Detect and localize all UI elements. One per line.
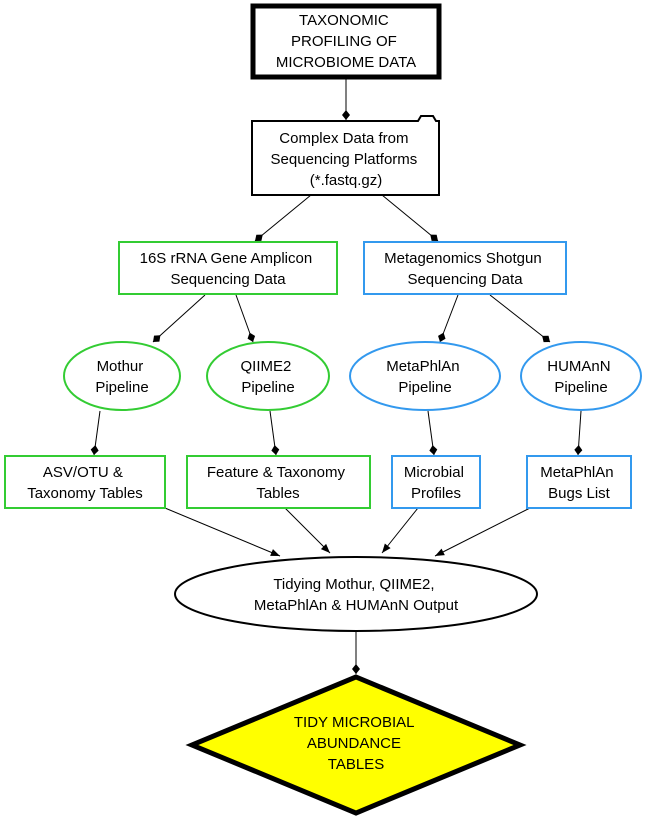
complex-data-text: Complex Data from Sequencing Platforms (… bbox=[271, 130, 422, 189]
node-humann: HUMAnN Pipeline bbox=[520, 341, 642, 411]
edge-humann-to-bugs-list bbox=[574, 410, 583, 456]
bugs-list-text: MetaPhlAn Bugs List bbox=[540, 464, 618, 502]
amplicon-box bbox=[118, 241, 338, 295]
arrow-edges bbox=[164, 507, 531, 557]
asv-otu-text: ASV/OTU & Taxonomy Tables bbox=[27, 464, 143, 502]
node-feature-tax: Feature & Taxonomy Tables bbox=[186, 455, 371, 509]
edge-shotgun-to-metaphlan bbox=[438, 294, 459, 343]
metaphlan-text: MetaPhlAn Pipeline bbox=[386, 358, 464, 396]
edge-feature-tax-to-tidying bbox=[284, 507, 331, 554]
edge-complex-data-to-shotgun bbox=[381, 194, 439, 242]
folder-shape bbox=[251, 115, 440, 196]
edge-amplicon-to-mothur bbox=[152, 294, 206, 343]
node-shotgun: Metagenomics Shotgun Sequencing Data bbox=[363, 241, 567, 295]
node-amplicon: 16S rRNA Gene Amplicon Sequencing Data bbox=[118, 241, 338, 295]
edge-microbial-profiles-to-tidying bbox=[381, 507, 419, 554]
edges bbox=[90, 78, 583, 674]
node-mothur: Mothur Pipeline bbox=[63, 341, 181, 411]
edge-shotgun-to-humann bbox=[489, 294, 551, 343]
tidy-tables-diamond bbox=[185, 674, 527, 816]
metaphlan-ellipse bbox=[349, 341, 501, 411]
humann-ellipse bbox=[520, 341, 642, 411]
node-complex-data: Complex Data from Sequencing Platforms (… bbox=[251, 115, 440, 196]
edge-amplicon-to-qiime2 bbox=[235, 294, 256, 343]
shotgun-text: Metagenomics Shotgun Sequencing Data bbox=[384, 250, 546, 288]
title-text: TAXONOMIC PROFILING OF MICROBIOME DATA bbox=[276, 12, 416, 71]
node-microbial-profiles: Microbial Profiles bbox=[391, 455, 481, 509]
feature-tax-text: Feature & Taxonomy Tables bbox=[207, 464, 349, 502]
node-qiime2: QIIME2 Pipeline bbox=[206, 341, 330, 411]
edge-mothur-to-asv-otu bbox=[90, 410, 101, 456]
edge-bugs-list-to-tidying bbox=[434, 507, 531, 557]
node-tidy-tables: TIDY MICROBIAL ABUNDANCE TABLES bbox=[185, 674, 527, 816]
bugs-list-box bbox=[526, 455, 632, 509]
edge-metaphlan-to-microbial-profiles bbox=[427, 410, 438, 456]
edge-asv-otu-to-tidying bbox=[164, 507, 281, 557]
node-asv-otu: ASV/OTU & Taxonomy Tables bbox=[4, 455, 166, 509]
feature-tax-box bbox=[186, 455, 371, 509]
tidy-tables-text: TIDY MICROBIAL ABUNDANCE TABLES bbox=[294, 714, 418, 773]
shotgun-box bbox=[363, 241, 567, 295]
microbial-profiles-box bbox=[391, 455, 481, 509]
microbial-profiles-text: Microbial Profiles bbox=[404, 464, 468, 502]
asv-otu-box bbox=[4, 455, 166, 509]
tidying-text: Tidying Mothur, QIIME2, MetaPhlAn & HUMA… bbox=[254, 576, 459, 614]
node-metaphlan: MetaPhlAn Pipeline bbox=[349, 341, 501, 411]
mothur-ellipse bbox=[63, 341, 181, 411]
edge-qiime2-to-feature-tax bbox=[269, 410, 280, 456]
mothur-text: Mothur Pipeline bbox=[95, 358, 148, 396]
title-box bbox=[250, 3, 442, 80]
node-title: TAXONOMIC PROFILING OF MICROBIOME DATA bbox=[250, 3, 442, 80]
qiime2-ellipse bbox=[206, 341, 330, 411]
humann-text: HUMAnN Pipeline bbox=[547, 358, 615, 396]
tidying-ellipse bbox=[174, 556, 538, 632]
edge-complex-data-to-amplicon bbox=[254, 194, 312, 242]
node-bugs-list: MetaPhlAn Bugs List bbox=[526, 455, 632, 509]
qiime2-text: QIIME2 Pipeline bbox=[240, 358, 295, 396]
node-tidying: Tidying Mothur, QIIME2, MetaPhlAn & HUMA… bbox=[174, 556, 538, 632]
amplicon-text: 16S rRNA Gene Amplicon Sequencing Data bbox=[140, 250, 317, 288]
